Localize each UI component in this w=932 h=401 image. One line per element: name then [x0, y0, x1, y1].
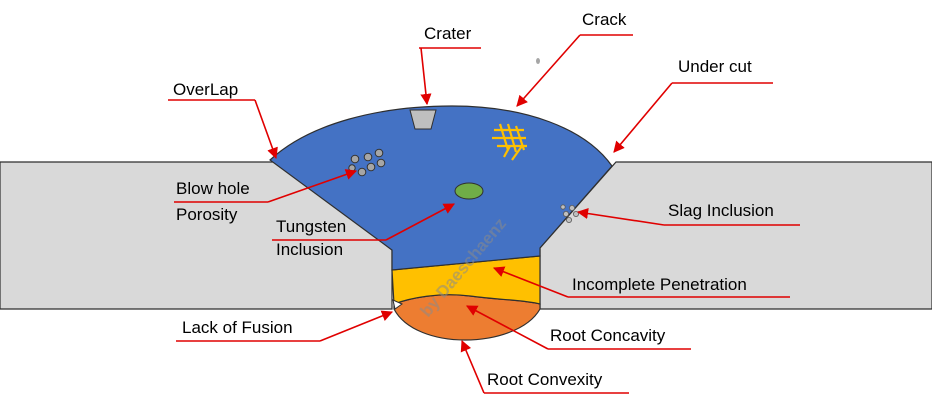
incomplete-penetration-leader	[494, 268, 790, 298]
label-crater: Crater	[424, 24, 472, 43]
label-root-convexity: Root Convexity	[487, 370, 603, 389]
lack-of-fusion-leader	[176, 312, 392, 342]
overlap-leader	[168, 99, 276, 158]
label-overlap: OverLap	[173, 80, 238, 99]
crater-notch	[409, 109, 437, 130]
root-concavity-leader	[467, 306, 691, 350]
label-tungsten-line1: Tungsten	[276, 217, 346, 236]
label-incomplete-penetration: Incomplete Penetration	[572, 275, 747, 294]
tungsten-leader	[272, 204, 454, 241]
blowhole-leader	[174, 171, 356, 203]
crack-leader	[517, 34, 633, 106]
label-lack-of-fusion: Lack of Fusion	[182, 318, 293, 337]
label-tungsten-line2: Inclusion	[276, 240, 343, 259]
undercut-leader	[614, 82, 773, 152]
label-blowhole-line1: Blow hole	[176, 179, 250, 198]
label-slag-inclusion: Slag Inclusion	[668, 201, 774, 220]
root-convexity-leader	[462, 341, 629, 394]
label-root-concavity: Root Concavity	[550, 326, 666, 345]
crack-mark	[492, 123, 527, 161]
label-crack: Crack	[582, 10, 627, 29]
label-undercut: Under cut	[678, 57, 752, 76]
speck	[536, 58, 540, 64]
tungsten-inclusion-ellipse	[454, 182, 484, 200]
label-blowhole-line2: Porosity	[176, 205, 238, 224]
crater-leader	[419, 47, 481, 104]
slag-leader	[578, 212, 800, 226]
